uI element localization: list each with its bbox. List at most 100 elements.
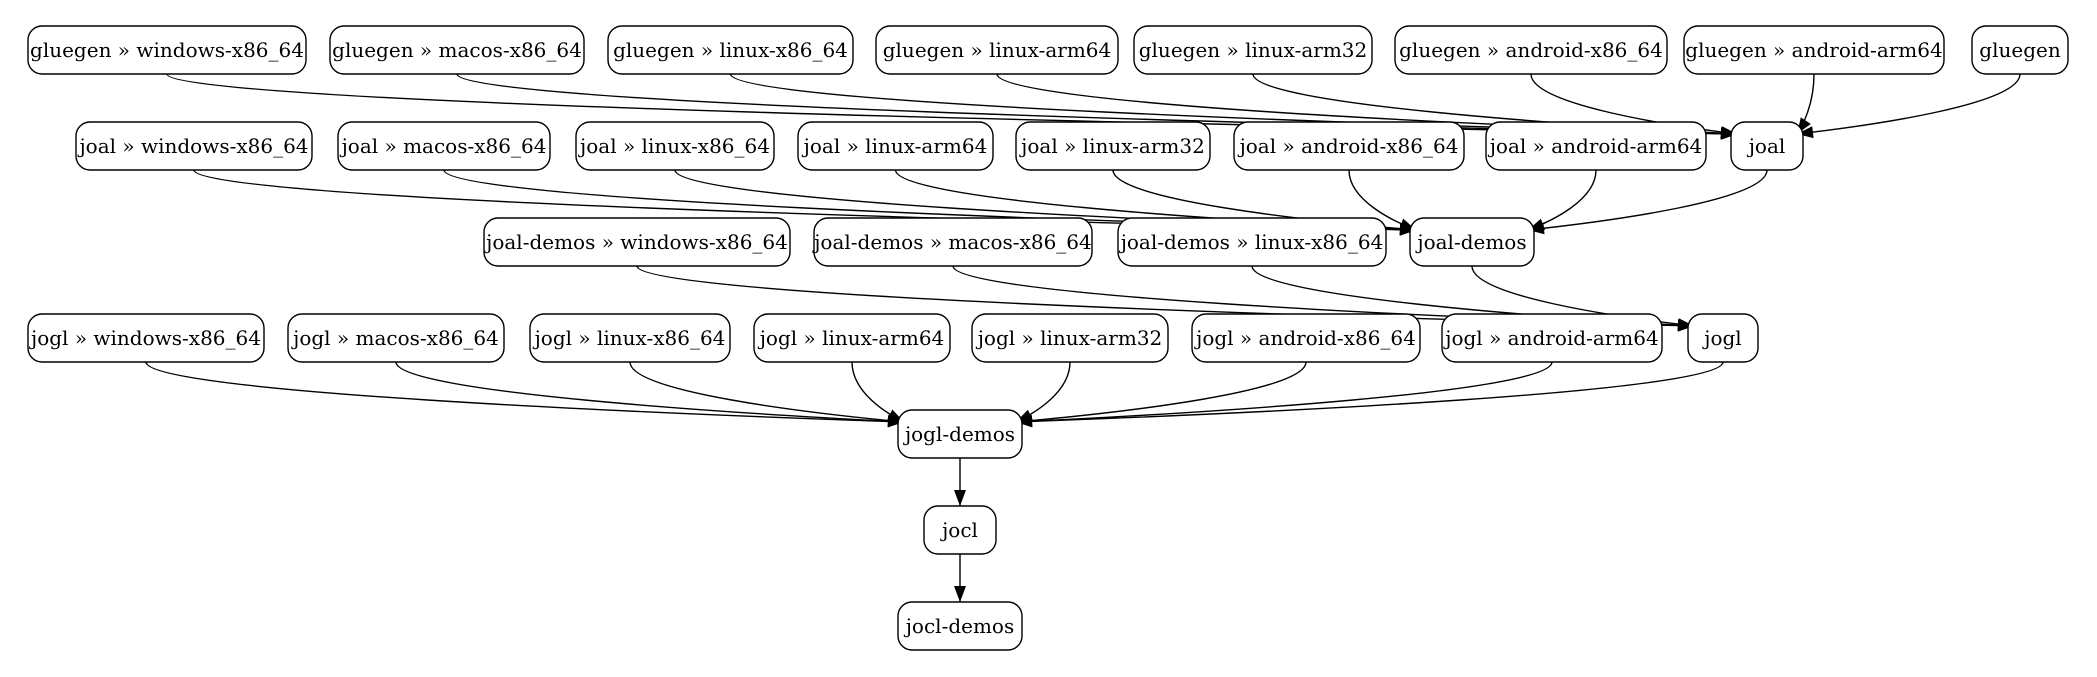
node-label: joal-demos » macos-x86_64 (812, 230, 1092, 254)
arrowhead (954, 490, 966, 506)
edge-gluegen-to-joal (1796, 73, 2021, 135)
node-label: gluegen » android-x86_64 (1399, 38, 1663, 62)
node-box (75, 121, 313, 171)
node-label: joal » windows-x86_64 (77, 134, 308, 158)
node-gluegen-linux-arm64: gluegen » linux-arm64 (875, 25, 1119, 75)
node-joal-demos-linux-x86_64: joal-demos » linux-x86_64 (1117, 217, 1387, 267)
node-label: joal » android-arm64 (1488, 134, 1703, 158)
node-gluegen-linux-x86_64: gluegen » linux-x86_64 (607, 25, 854, 75)
node-gluegen-windows-x86_64: gluegen » windows-x86_64 (27, 25, 307, 75)
edge-gluegen-android-x86_64-to-joal (1530, 73, 1738, 135)
node-label: jogl-demos (903, 422, 1015, 446)
edge-jogl-windows-x86_64-to-jogl-demos (145, 361, 905, 423)
node-label: jogl (1702, 326, 1741, 350)
node-box (797, 121, 994, 171)
node-box (27, 25, 307, 75)
node-label: jogl » macos-x86_64 (291, 326, 499, 350)
node-label: joal » linux-arm64 (802, 134, 988, 158)
node-jogl-windows-x86_64: jogl » windows-x86_64 (27, 313, 265, 363)
node-label: joal-demos » linux-x86_64 (1119, 230, 1384, 254)
node-box (287, 313, 505, 363)
node-gluegen-macos-x86_64: gluegen » macos-x86_64 (329, 25, 585, 75)
node-label: gluegen » linux-x86_64 (613, 38, 848, 62)
node-label: jogl » linux-x86_64 (533, 326, 726, 350)
node-box (1971, 25, 2069, 75)
node-box (1409, 217, 1535, 267)
edge-joal-to-joal-demos (1527, 169, 1768, 231)
node-box (575, 121, 775, 171)
node-joal-linux-arm32: joal » linux-arm32 (1015, 121, 1211, 171)
node-box (607, 25, 854, 75)
node-joal: joal (1730, 121, 1804, 171)
node-label: gluegen » linux-arm64 (883, 38, 1112, 62)
node-box (753, 313, 951, 363)
node-label: gluegen » windows-x86_64 (30, 38, 304, 62)
node-joal-linux-x86_64: joal » linux-x86_64 (575, 121, 775, 171)
node-label: gluegen » android-arm64 (1685, 38, 1942, 62)
node-joal-android-x86_64: joal » android-x86_64 (1233, 121, 1465, 171)
node-box (923, 505, 997, 555)
edge-jogl-to-jogl-demos (1015, 361, 1724, 423)
edge-jogl-linux-arm32-to-jogl-demos (1015, 361, 1071, 423)
node-label: joal » linux-x86_64 (578, 134, 770, 158)
node-label: jocl (940, 518, 978, 542)
node-box (1687, 313, 1759, 363)
node-box (971, 313, 1169, 363)
node-joal-linux-arm64: joal » linux-arm64 (797, 121, 994, 171)
node-gluegen-android-arm64: gluegen » android-arm64 (1683, 25, 1945, 75)
arrowhead (1797, 126, 1814, 139)
node-joal-android-arm64: joal » android-arm64 (1485, 121, 1707, 171)
node-box (1233, 121, 1465, 171)
node-label: gluegen (1979, 38, 2061, 62)
node-box (27, 313, 265, 363)
node-layer: gluegen » windows-x86_64 gluegen » macos-… (27, 25, 2069, 651)
node-label: gluegen » linux-arm32 (1139, 38, 1368, 62)
node-box (1683, 25, 1945, 75)
node-label: jocl-demos (904, 614, 1015, 638)
node-joal-windows-x86_64: joal » windows-x86_64 (75, 121, 313, 171)
node-box (813, 217, 1093, 267)
node-box (329, 25, 585, 75)
node-jogl: jogl (1687, 313, 1759, 363)
node-label: jogl » android-arm64 (1443, 326, 1658, 350)
node-gluegen: gluegen (1971, 25, 2069, 75)
node-box (1485, 121, 1707, 171)
edge-joal-demos-to-jogl (1471, 265, 1695, 327)
node-joal-macos-x86_64: joal » macos-x86_64 (337, 121, 551, 171)
edge-jogl-macos-x86_64-to-jogl-demos (395, 361, 905, 423)
node-box (1394, 25, 1668, 75)
node-label: jogl » android-x86_64 (1194, 326, 1416, 350)
node-label: joal » linux-arm32 (1019, 134, 1205, 158)
node-joal-demos: joal-demos (1409, 217, 1535, 267)
node-label: jogl » linux-arm32 (976, 326, 1163, 350)
edge-jogl-linux-x86_64-to-jogl-demos (629, 361, 905, 423)
node-box (529, 313, 731, 363)
node-box (875, 25, 1119, 75)
arrowhead (1677, 318, 1694, 331)
edge-jogl-android-x86_64-to-jogl-demos (1015, 361, 1307, 423)
node-label: joal-demos (1415, 230, 1526, 254)
node-jocl-demos: jocl-demos (897, 601, 1023, 651)
node-label: joal » android-x86_64 (1238, 134, 1459, 158)
arrowhead (1720, 126, 1737, 138)
arrowhead (954, 586, 966, 602)
edge-joal-android-arm64-to-joal-demos (1527, 169, 1597, 231)
node-label: joal-demos » windows-x86_64 (484, 230, 788, 254)
node-box (337, 121, 551, 171)
node-gluegen-linux-arm32: gluegen » linux-arm32 (1133, 25, 1373, 75)
node-jogl-linux-x86_64: jogl » linux-x86_64 (529, 313, 731, 363)
node-box (897, 601, 1023, 651)
node-joal-demos-macos-x86_64: joal-demos » macos-x86_64 (812, 217, 1093, 267)
node-jogl-macos-x86_64: jogl » macos-x86_64 (287, 313, 505, 363)
node-box (1730, 121, 1804, 171)
node-jocl: jocl (923, 505, 997, 555)
node-label: gluegen » macos-x86_64 (332, 38, 582, 62)
node-label: jogl » windows-x86_64 (29, 326, 261, 350)
node-label: joal (1747, 134, 1786, 158)
node-jogl-linux-arm32: jogl » linux-arm32 (971, 313, 1169, 363)
node-box (1117, 217, 1387, 267)
node-joal-demos-windows-x86_64: joal-demos » windows-x86_64 (483, 217, 791, 267)
node-box (1191, 313, 1421, 363)
arrowhead (1528, 222, 1545, 235)
